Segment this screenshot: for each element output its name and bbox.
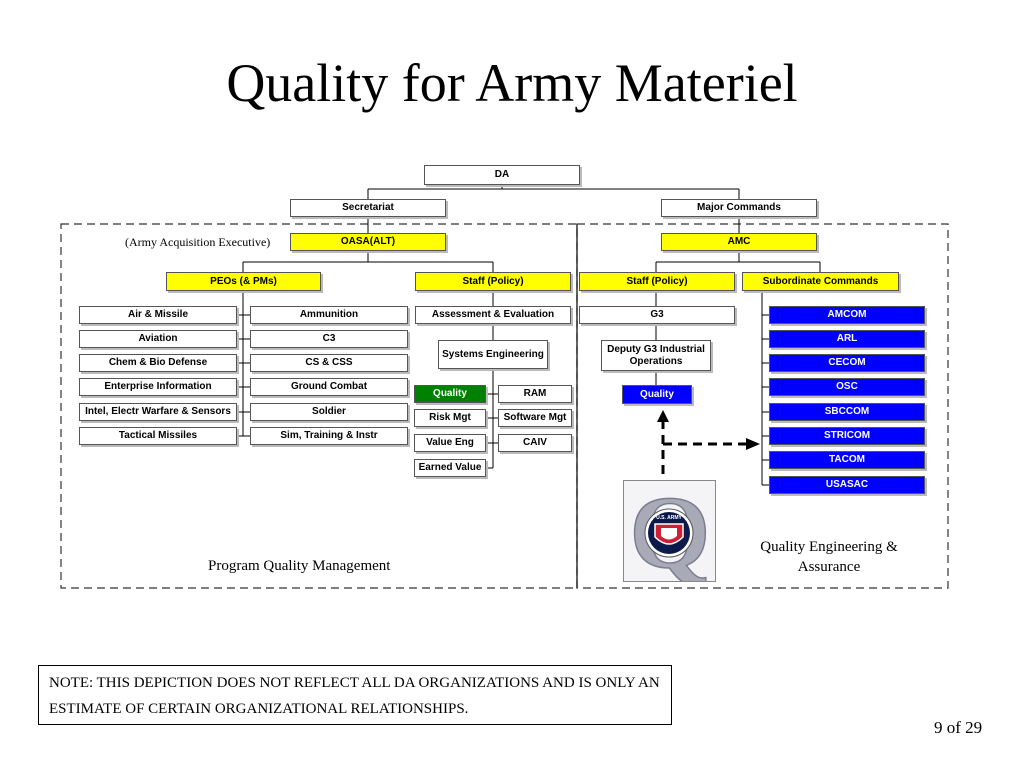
program-quality-region bbox=[60, 223, 578, 589]
node-peos-pms: PEOs (& PMs) bbox=[166, 272, 321, 291]
peo-right-item: Sim, Training & Instr bbox=[250, 427, 408, 445]
node-subordinate-commands: Subordinate Commands bbox=[742, 272, 899, 291]
army-quality-logo: Q U.S. ARMY bbox=[623, 474, 716, 591]
peo-right-item: CS & CSS bbox=[250, 354, 408, 372]
army-acquisition-executive-label: (Army Acquisition Executive) bbox=[125, 235, 271, 249]
node-deputy-g3: Deputy G3 Industrial Operations bbox=[601, 340, 711, 371]
peo-right-item: Ground Combat bbox=[250, 378, 408, 396]
subordinate-command: OSC bbox=[769, 378, 925, 396]
program-quality-label: Program Quality Management bbox=[208, 558, 391, 574]
peo-right-item: Soldier bbox=[250, 403, 408, 421]
node-oasa-alt: OASA(ALT) bbox=[290, 233, 446, 251]
subordinate-command: CECOM bbox=[769, 354, 925, 372]
node-major-commands: Major Commands bbox=[661, 199, 817, 217]
page-number: 9 of 29 bbox=[934, 718, 983, 737]
peo-right-item: Ammunition bbox=[250, 306, 408, 324]
peo-left-item: Enterprise Information bbox=[79, 378, 237, 396]
subordinate-command: AMCOM bbox=[769, 306, 925, 324]
peo-left-item: Chem & Bio Defense bbox=[79, 354, 237, 372]
peo-left-item: Aviation bbox=[79, 330, 237, 348]
subordinate-command: TACOM bbox=[769, 451, 925, 469]
node-software-mgt: Software Mgt bbox=[498, 409, 572, 427]
node-value-eng: Value Eng bbox=[414, 434, 486, 452]
peo-left-item: Intel, Electr Warfare & Sensors bbox=[79, 403, 237, 421]
subordinate-command: ARL bbox=[769, 330, 925, 348]
node-quality-program: Quality bbox=[414, 385, 486, 403]
peo-left-item: Air & Missile bbox=[79, 306, 237, 324]
node-ram: RAM bbox=[498, 385, 572, 403]
node-staff-policy-left: Staff (Policy) bbox=[415, 272, 571, 291]
node-g3: G3 bbox=[579, 306, 735, 324]
peo-left-item: Tactical Missiles bbox=[79, 427, 237, 445]
node-secretariat: Secretariat bbox=[290, 199, 446, 217]
slide-title: Quality for Army Materiel bbox=[226, 53, 798, 113]
disclaimer-note: NOTE: THIS DEPICTION DOES NOT REFLECT AL… bbox=[38, 665, 672, 725]
svg-text:U.S. ARMY: U.S. ARMY bbox=[656, 515, 682, 521]
node-quality-engineering: Quality bbox=[622, 385, 692, 404]
subordinate-command: STRICOM bbox=[769, 427, 925, 445]
node-risk-mgt: Risk Mgt bbox=[414, 409, 486, 427]
node-staff-policy-right: Staff (Policy) bbox=[579, 272, 735, 291]
arrow-to-subordinates bbox=[663, 438, 760, 450]
peo-right-item: C3 bbox=[250, 330, 408, 348]
node-amc: AMC bbox=[661, 233, 817, 251]
arrow-to-quality bbox=[657, 410, 669, 474]
node-earned-value: Earned Value bbox=[414, 459, 486, 477]
quality-engineering-label: Quality Engineering & Assurance bbox=[760, 539, 898, 575]
subordinate-command: SBCCOM bbox=[769, 403, 925, 421]
subordinate-command: USASAC bbox=[769, 476, 925, 494]
node-systems-engineering: Systems Engineering bbox=[438, 340, 548, 369]
node-da: DA bbox=[424, 165, 580, 185]
node-caiv: CAIV bbox=[498, 434, 572, 452]
node-assessment-evaluation: Assessment & Evaluation bbox=[415, 306, 571, 324]
